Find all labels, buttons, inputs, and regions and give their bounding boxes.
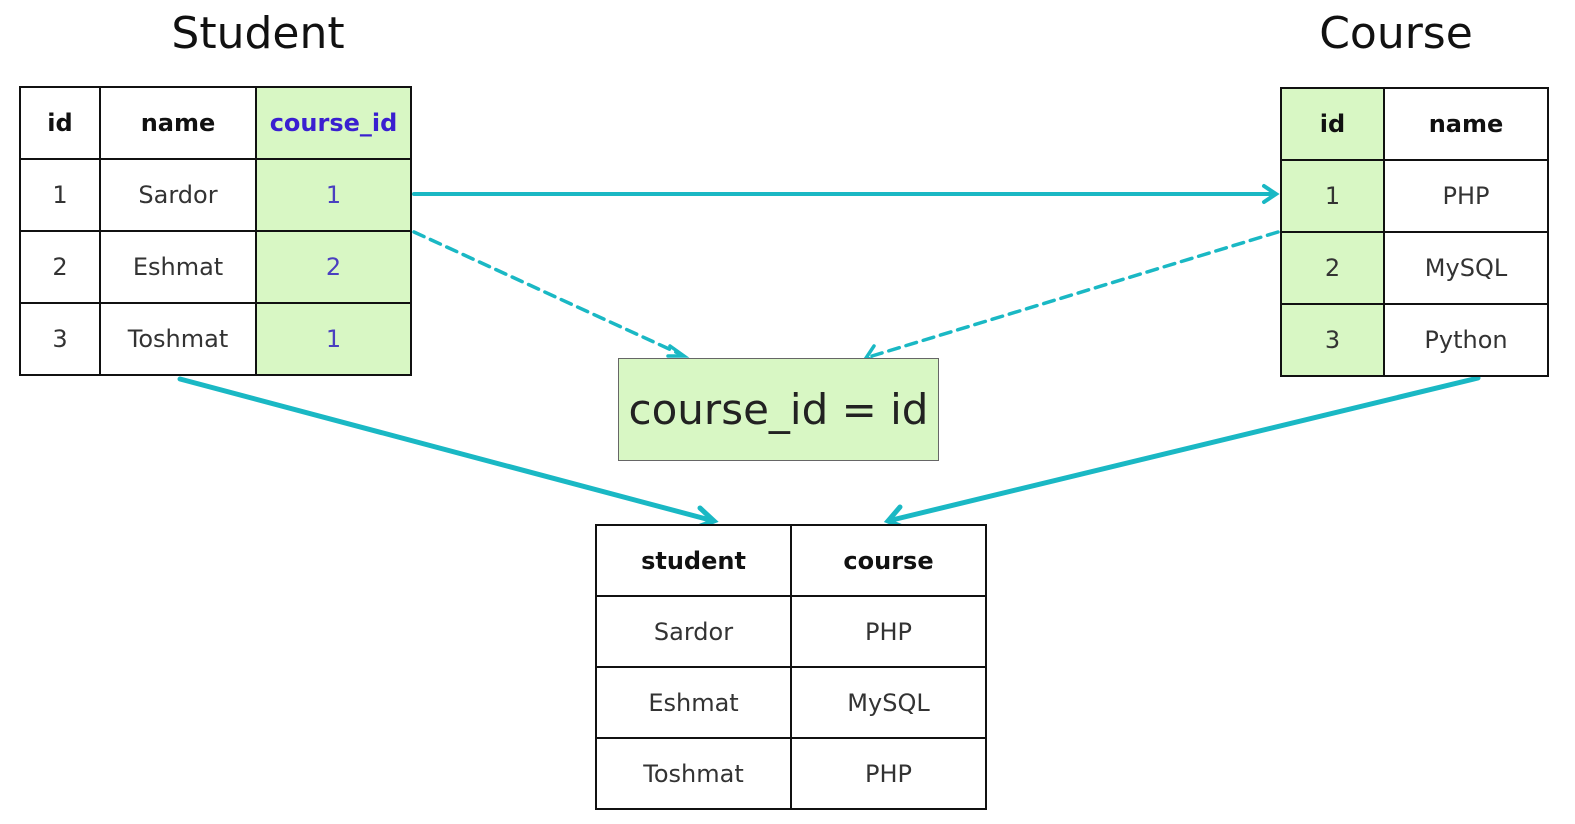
result-table: student course Sardor PHP Eshmat MySQL T… [595,524,987,810]
student-name-cell: Sardor [99,158,257,232]
course-name-cell: Python [1383,303,1549,377]
result-student-cell: Sardor [595,595,792,668]
table-row: Toshmat PHP [595,737,987,810]
student-col-id: id [19,86,101,160]
arrow-student-to-result [177,376,713,523]
table-row: Eshmat MySQL [595,666,987,739]
result-course-cell: PHP [790,737,987,810]
table-row: Sardor PHP [595,595,987,668]
student-course-id-cell: 1 [255,302,412,376]
course-header-row: id name [1280,87,1549,161]
result-student-cell: Toshmat [595,737,792,810]
join-condition-box: course_id = id [618,358,939,461]
course-name-cell: PHP [1383,159,1549,233]
result-course-cell: PHP [790,595,987,668]
student-id-cell: 1 [19,158,101,232]
arrow-course-to-result [889,375,1481,523]
table-row: 1 PHP [1280,159,1549,233]
student-course-id-cell: 1 [255,158,412,232]
table-row: 2 Eshmat 2 [19,230,412,304]
result-col-student: student [595,524,792,597]
course-id-cell: 3 [1280,303,1385,377]
course-name-cell: MySQL [1383,231,1549,305]
student-name-cell: Eshmat [99,230,257,304]
course-table-title: Course [1319,8,1473,59]
student-table-title: Student [171,8,345,59]
student-header-row: id name course_id [19,86,412,160]
arrowhead-student-to-condition [666,344,690,358]
table-row: 3 Python [1280,303,1549,377]
arrowhead-fk-to-pk [1262,184,1280,204]
student-id-cell: 3 [19,302,101,376]
table-row: 3 Toshmat 1 [19,302,412,376]
course-col-name: name [1383,87,1549,161]
student-id-cell: 2 [19,230,101,304]
course-col-id: id [1280,87,1385,161]
table-row: 2 MySQL [1280,231,1549,305]
result-course-cell: MySQL [790,666,987,739]
dashed-arrow-student-to-condition [412,230,682,356]
student-table: id name course_id 1 Sardor 1 2 Eshmat 2 … [19,86,412,376]
course-id-cell: 1 [1280,159,1385,233]
course-id-cell: 2 [1280,231,1385,305]
result-header-row: student course [595,524,987,597]
student-col-name: name [99,86,257,160]
dashed-arrow-course-to-condition [870,230,1280,358]
student-name-cell: Toshmat [99,302,257,376]
result-col-course: course [790,524,987,597]
student-col-course-id: course_id [255,86,412,160]
course-table: id name 1 PHP 2 MySQL 3 Python [1280,87,1549,377]
table-row: 1 Sardor 1 [19,158,412,232]
result-student-cell: Eshmat [595,666,792,739]
student-course-id-cell: 2 [255,230,412,304]
